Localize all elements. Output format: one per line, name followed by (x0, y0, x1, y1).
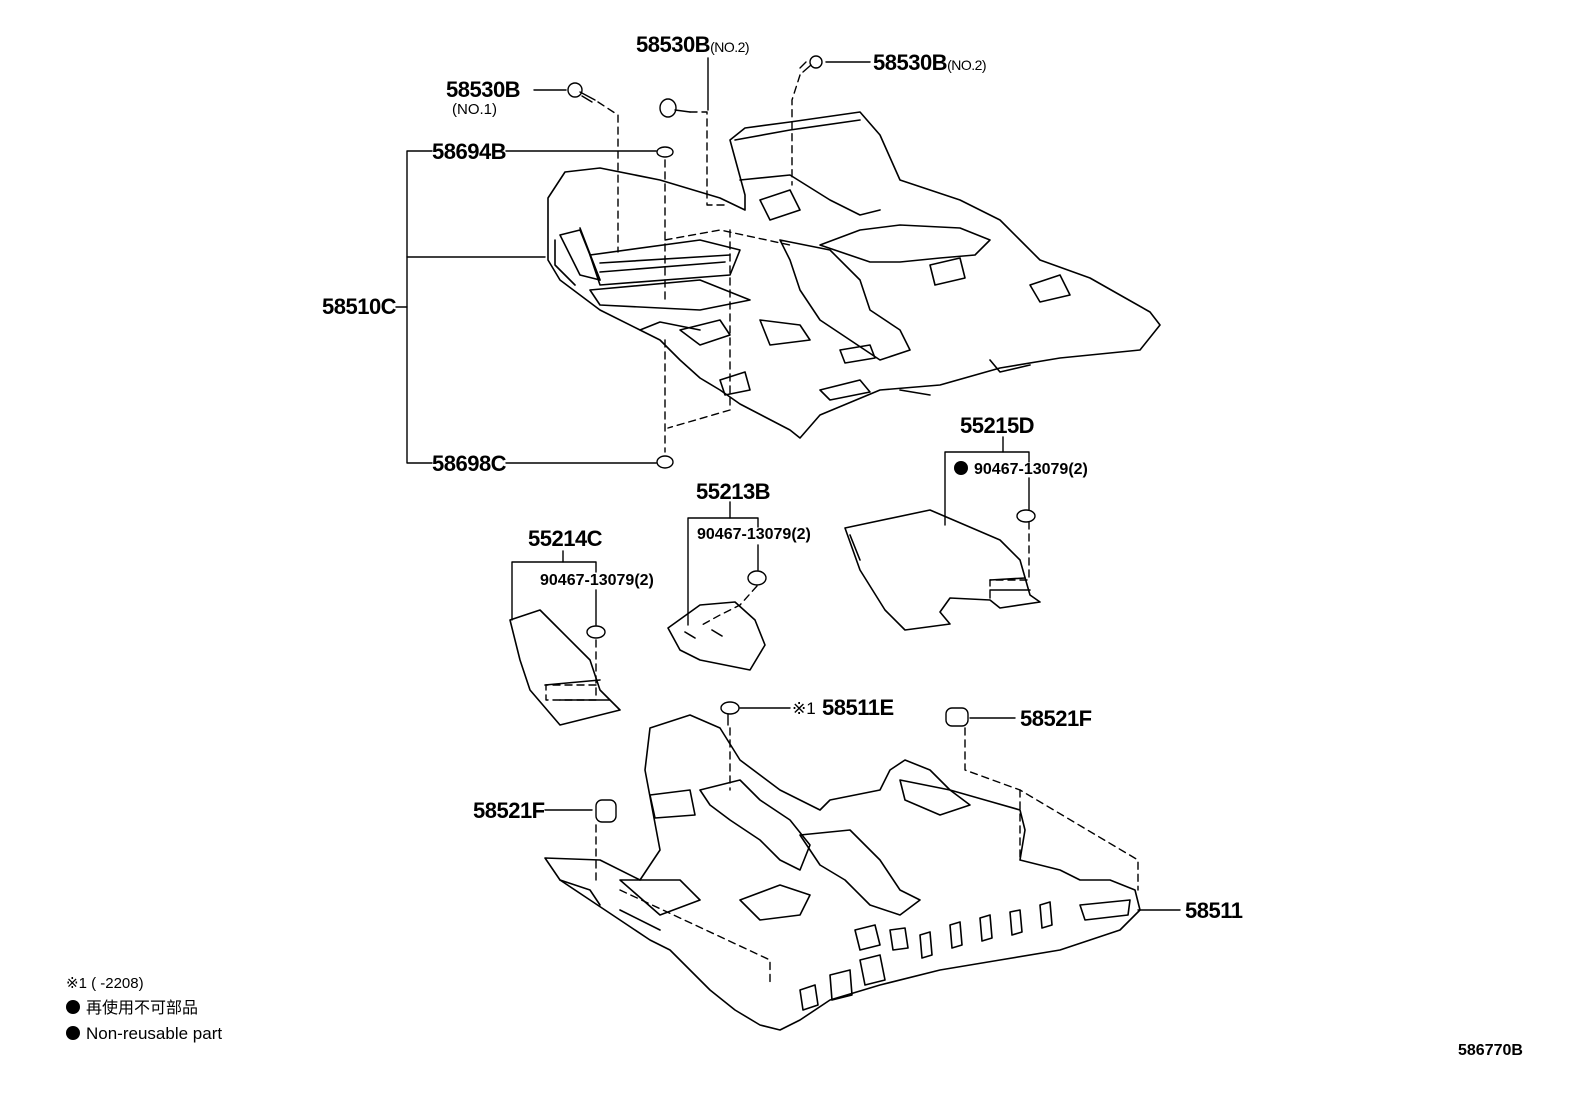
label-58530b-left: 58530B (446, 77, 521, 102)
label-58694b: 58694B (432, 139, 507, 164)
label-58521f-left: 58521F (473, 798, 545, 823)
non-reusable-dot-icon (66, 1000, 80, 1014)
label-58530b-top: 58530B(NO.2) (636, 32, 750, 57)
label-58511e: 58511E (822, 695, 894, 720)
diagram-id: 586770B (1458, 1042, 1523, 1059)
non-reusable-dot-icon (66, 1026, 80, 1040)
legend-nonreusable-en: Non-reusable part (66, 1025, 222, 1042)
part-number: 58530B (873, 50, 948, 75)
floor-silencer-58511 (544, 714, 1141, 1031)
legend-nonreusable-jp: 再使用不可部品 (66, 1000, 198, 1017)
part-number: 58530B (636, 32, 711, 57)
label-58530b-left-sub: (NO.1) (452, 101, 497, 118)
label-55213b: 55213B (696, 479, 771, 504)
floor-mat-55215d (844, 509, 1041, 631)
label-58521f-right: 58521F (1020, 706, 1092, 731)
label-55214c-clip: 90467-13079(2) (540, 572, 654, 589)
front-floor-carpet (547, 111, 1161, 439)
legend-note-1: ※1 ( -2208) (66, 975, 144, 992)
label-55214c: 55214C (528, 526, 603, 551)
dashed-lines (545, 74, 1139, 986)
label-58511e-mark: ※1 (792, 699, 816, 718)
label-58698c: 58698C (432, 451, 507, 476)
floor-mat-55214c (509, 609, 621, 726)
label-58511: 58511 (1185, 898, 1243, 923)
non-reusable-dot-icon (954, 461, 968, 475)
part-suffix: (NO.2) (710, 39, 750, 55)
floor-mat-55213b (667, 601, 766, 671)
legend-jp-text: 再使用不可部品 (86, 1000, 199, 1017)
label-55213b-clip: 90467-13079(2) (697, 526, 811, 543)
leader-lines (395, 57, 1181, 911)
label-58510c: 58510C (322, 294, 397, 319)
label-55215d: 55215D (960, 413, 1035, 438)
label-58530b-right: 58530B(NO.2) (873, 50, 987, 75)
clip-part-number: 90467-13079(2) (974, 461, 1088, 478)
legend-en-text: Non-reusable part (86, 1024, 223, 1043)
fasteners (567, 55, 1036, 823)
label-55215d-clip: 90467-13079(2) (954, 461, 1088, 478)
part-suffix: (NO.2) (947, 57, 987, 73)
